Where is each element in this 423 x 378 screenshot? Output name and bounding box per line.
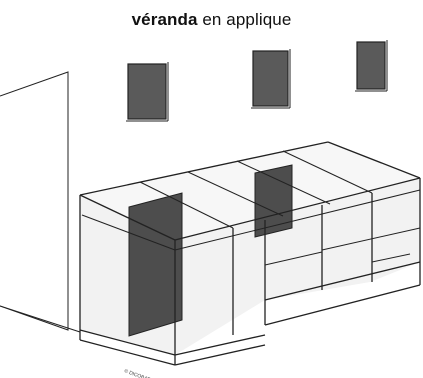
copyright-mark: © DICOBAT — [123, 367, 151, 378]
caption-rest: en applique — [197, 10, 292, 29]
window-middle — [251, 49, 291, 109]
window-right — [355, 40, 388, 92]
interior-doors — [128, 164, 293, 337]
caption-bold-word: véranda — [131, 10, 198, 29]
house-facade — [0, 71, 69, 331]
window-left — [126, 62, 169, 122]
page-title: véranda en applique — [0, 10, 423, 30]
ground-line — [0, 305, 81, 333]
right-door — [254, 164, 293, 238]
veranda-frame — [79, 141, 421, 366]
left-door — [128, 192, 183, 337]
upper-windows — [126, 40, 388, 122]
